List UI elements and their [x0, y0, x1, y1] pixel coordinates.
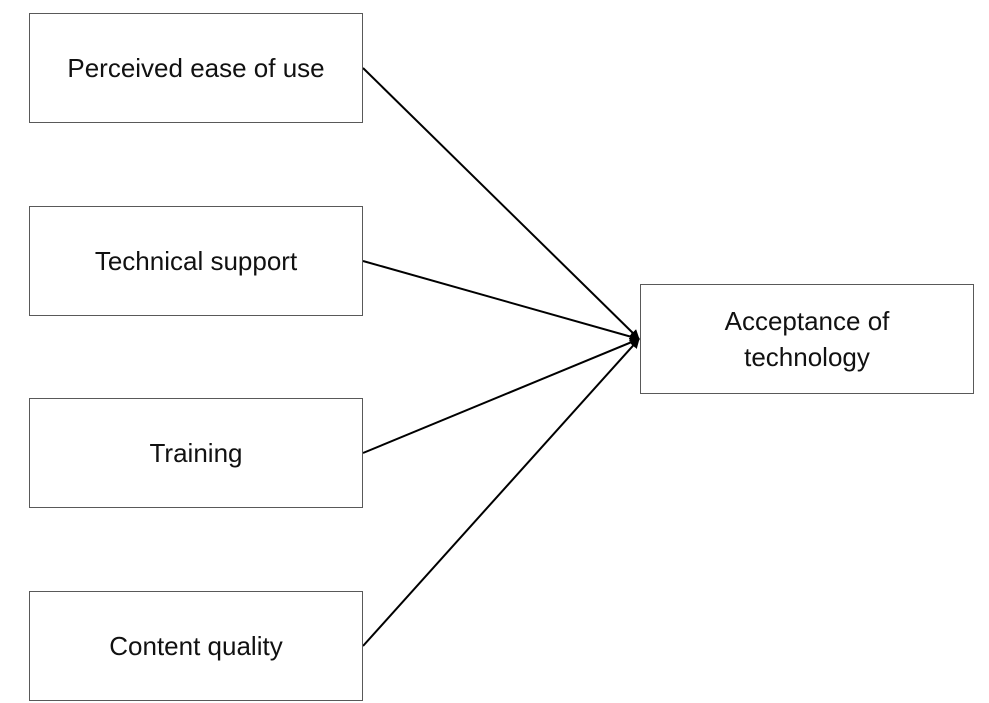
arrow-training-to-acceptance	[362, 337, 640, 454]
node-perceived-ease-of-use: Perceived ease of use	[29, 13, 363, 123]
node-label-line-1: Acceptance of	[724, 306, 890, 336]
node-technical-support: Technical support	[29, 206, 363, 316]
node-acceptance-of-technology: Acceptance of technology	[640, 284, 974, 394]
node-label-line-2: technology	[744, 342, 870, 372]
node-label-block: Acceptance of technology	[725, 303, 890, 375]
arrow-support-to-acceptance	[362, 260, 640, 342]
node-label: Technical support	[94, 246, 298, 276]
node-label: Content quality	[109, 631, 283, 661]
node-label: Perceived ease of use	[67, 53, 325, 83]
arrow-content-to-acceptance	[362, 338, 640, 647]
node-training: Training	[29, 398, 363, 508]
arrow-ease-to-acceptance	[362, 67, 640, 340]
node-content-quality: Content quality	[29, 591, 363, 701]
node-label: Training	[149, 438, 243, 468]
